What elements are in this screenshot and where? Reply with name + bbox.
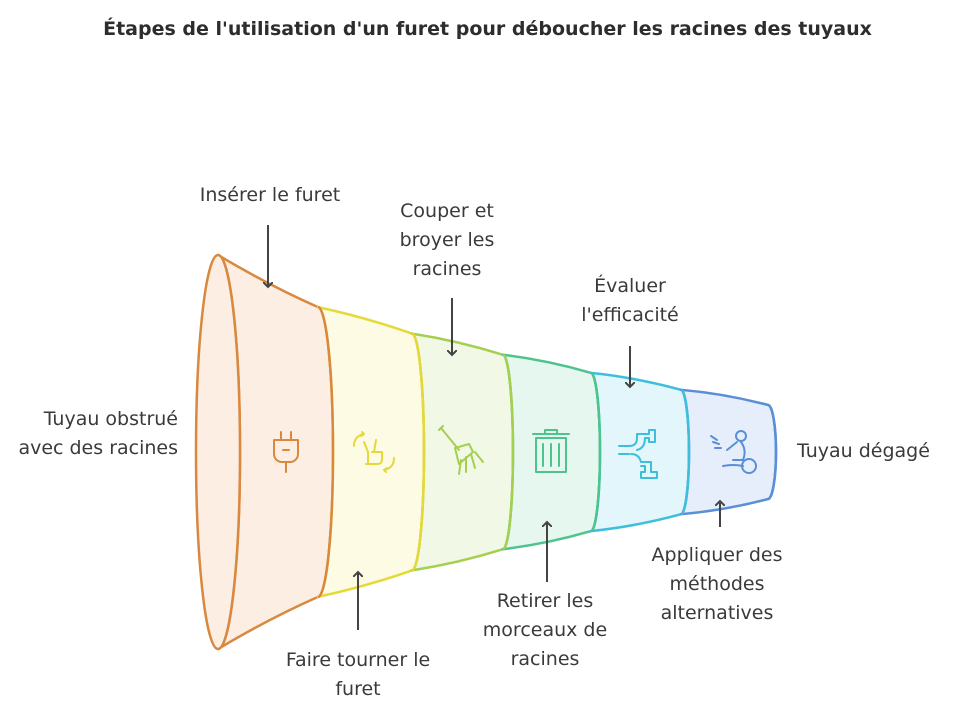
diagram-title: Étapes de l'utilisation d'un furet pour … xyxy=(103,18,872,40)
plumber-icon xyxy=(710,430,757,474)
start-label: Tuyau obstrué avec des racines xyxy=(18,408,178,459)
step-label-5: Évaluer l'efficacité xyxy=(581,275,679,326)
step-label-6: Appliquer des méthodes alternatives xyxy=(651,544,783,624)
funnel-segment-6 xyxy=(679,388,778,516)
funnel-mouth xyxy=(194,253,242,651)
segment-seam-4 xyxy=(590,371,602,533)
plug-icon xyxy=(273,431,299,473)
step-label-3: Couper et broyer les racines xyxy=(399,200,495,280)
step-label-1: Insérer le furet xyxy=(199,184,341,206)
segment-seam-6 xyxy=(767,403,778,501)
segment-seam-2 xyxy=(411,332,426,572)
segment-seam-5 xyxy=(680,388,691,516)
funnel-segment-5 xyxy=(589,371,691,533)
segment-seam-3 xyxy=(502,353,515,551)
trash-icon xyxy=(532,429,570,473)
rake-icon xyxy=(438,425,484,475)
segment-seam-1 xyxy=(317,305,335,599)
funnel-segment-3 xyxy=(410,332,515,572)
step-label-2: Faire tourner le furet xyxy=(285,649,431,700)
rotate-hand-icon xyxy=(353,431,395,473)
step-label-4: Retirer les morceaux de racines xyxy=(482,590,608,670)
pipe-icon xyxy=(618,429,658,479)
end-label: Tuyau dégagé xyxy=(797,440,930,462)
